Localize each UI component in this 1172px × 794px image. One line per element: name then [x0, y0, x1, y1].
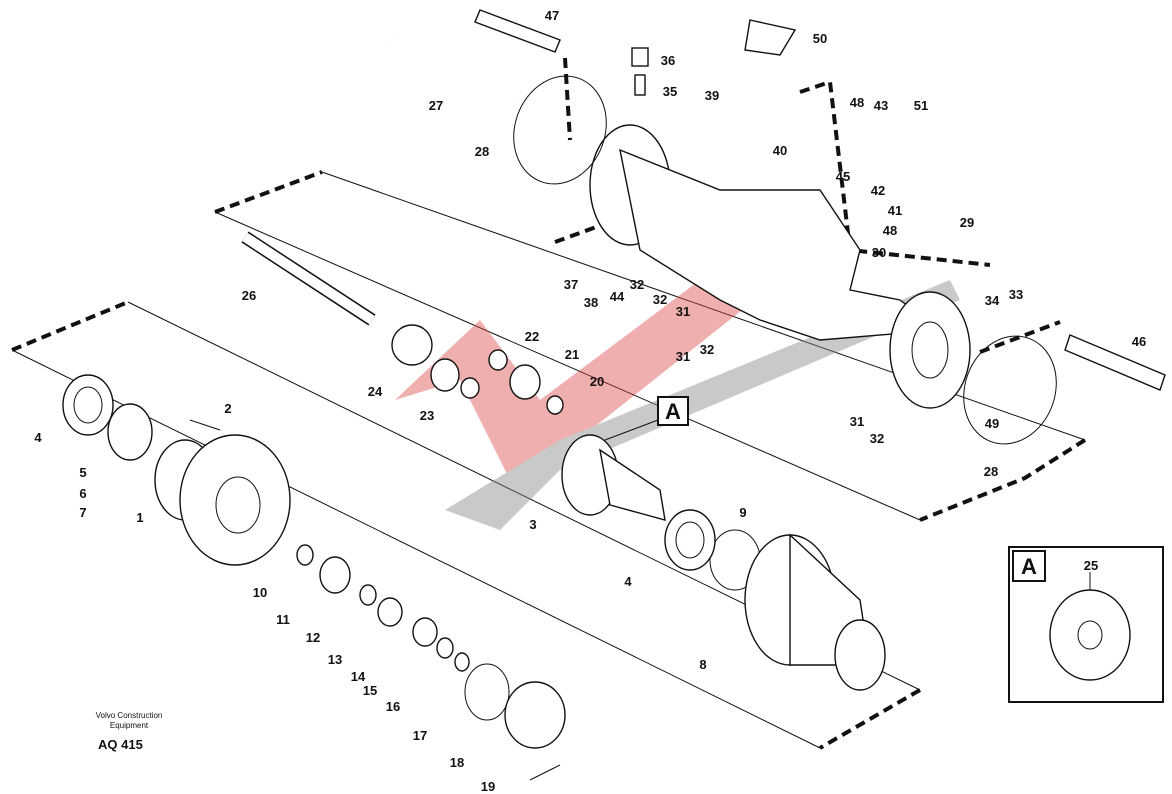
part-label: 45 [836, 169, 850, 184]
part-label: 32 [653, 292, 667, 307]
part-label: 6 [79, 486, 86, 501]
part-label: 44 [610, 289, 625, 304]
part-label: 27 [429, 98, 443, 113]
part-label: 30 [872, 245, 886, 260]
diagram-code: AQ 415 [98, 737, 143, 752]
part-label: 13 [328, 652, 342, 667]
svg-text:A: A [1021, 554, 1037, 579]
part-label: 18 [450, 755, 464, 770]
part-label: 3 [529, 517, 536, 532]
planet-carrier-3 [561, 434, 666, 521]
axle-shaft-27 [389, 35, 518, 105]
part-label: 37 [564, 277, 578, 292]
part-label: 43 [874, 98, 888, 113]
part-label: 23 [420, 408, 434, 423]
part-label: 36 [661, 53, 675, 68]
part-label: 4 [624, 574, 632, 589]
part-label: 22 [525, 329, 539, 344]
part-label: 19 [481, 779, 495, 794]
svg-text:A: A [665, 399, 681, 424]
part-label: 20 [590, 374, 604, 389]
ring-gear-8 [744, 533, 886, 691]
part-label: 9 [739, 505, 746, 520]
wheel-hub-1 [154, 434, 291, 566]
part-label: 2 [224, 401, 231, 416]
small-parts [189, 9, 1166, 781]
bearings-and-seals [62, 374, 716, 571]
part-label: 34 [985, 293, 1000, 308]
part-label: 28 [984, 464, 998, 479]
part-label: 28 [475, 144, 489, 159]
part-label: 48 [850, 95, 864, 110]
part-label: 12 [306, 630, 320, 645]
part-label: 25 [1084, 558, 1098, 573]
part-label: 38 [584, 295, 598, 310]
part-label: 33 [1009, 287, 1023, 302]
part-label: 26 [242, 288, 256, 303]
part-label: 21 [565, 347, 579, 362]
watermark-logo [395, 250, 960, 530]
part-label: 48 [883, 223, 897, 238]
part-label: 39 [705, 88, 719, 103]
part-label: 4 [34, 430, 42, 445]
part-label: 8 [699, 657, 706, 672]
part-label: 31 [676, 349, 690, 364]
detail-marker-a: A [604, 396, 689, 441]
credit-line-1: Volvo Construction [95, 711, 163, 720]
part-label: 40 [773, 143, 787, 158]
part-label: 32 [630, 277, 644, 292]
part-label: 17 [413, 728, 427, 743]
axle-shaft-26 [241, 231, 376, 326]
part-label: 32 [870, 431, 884, 446]
part-label: 35 [663, 84, 677, 99]
part-label: 31 [676, 304, 690, 319]
publisher-credit: Volvo Construction Equipment [74, 711, 184, 731]
part-label: 32 [700, 342, 714, 357]
part-label: 7 [79, 505, 86, 520]
part-label: 15 [363, 683, 377, 698]
part-label: 49 [985, 416, 999, 431]
part-label: 42 [871, 183, 885, 198]
part-label: 29 [960, 215, 974, 230]
part-label: 14 [351, 669, 366, 684]
part-label: 50 [813, 31, 827, 46]
part-label: 10 [253, 585, 267, 600]
part-label: 1 [136, 510, 143, 525]
part-label: 41 [888, 203, 902, 218]
part-label: 46 [1132, 334, 1146, 349]
part-label: 31 [850, 414, 864, 429]
axle-housing-40 [589, 124, 971, 409]
part-label: 47 [545, 8, 559, 23]
detail-inset-a: A [1008, 546, 1164, 703]
part-label: 11 [276, 612, 290, 627]
part-label: 51 [914, 98, 928, 113]
part-label: 24 [368, 384, 383, 399]
part-label: 5 [79, 465, 86, 480]
part-label: 16 [386, 699, 400, 714]
credit-line-2: Equipment [109, 721, 149, 730]
